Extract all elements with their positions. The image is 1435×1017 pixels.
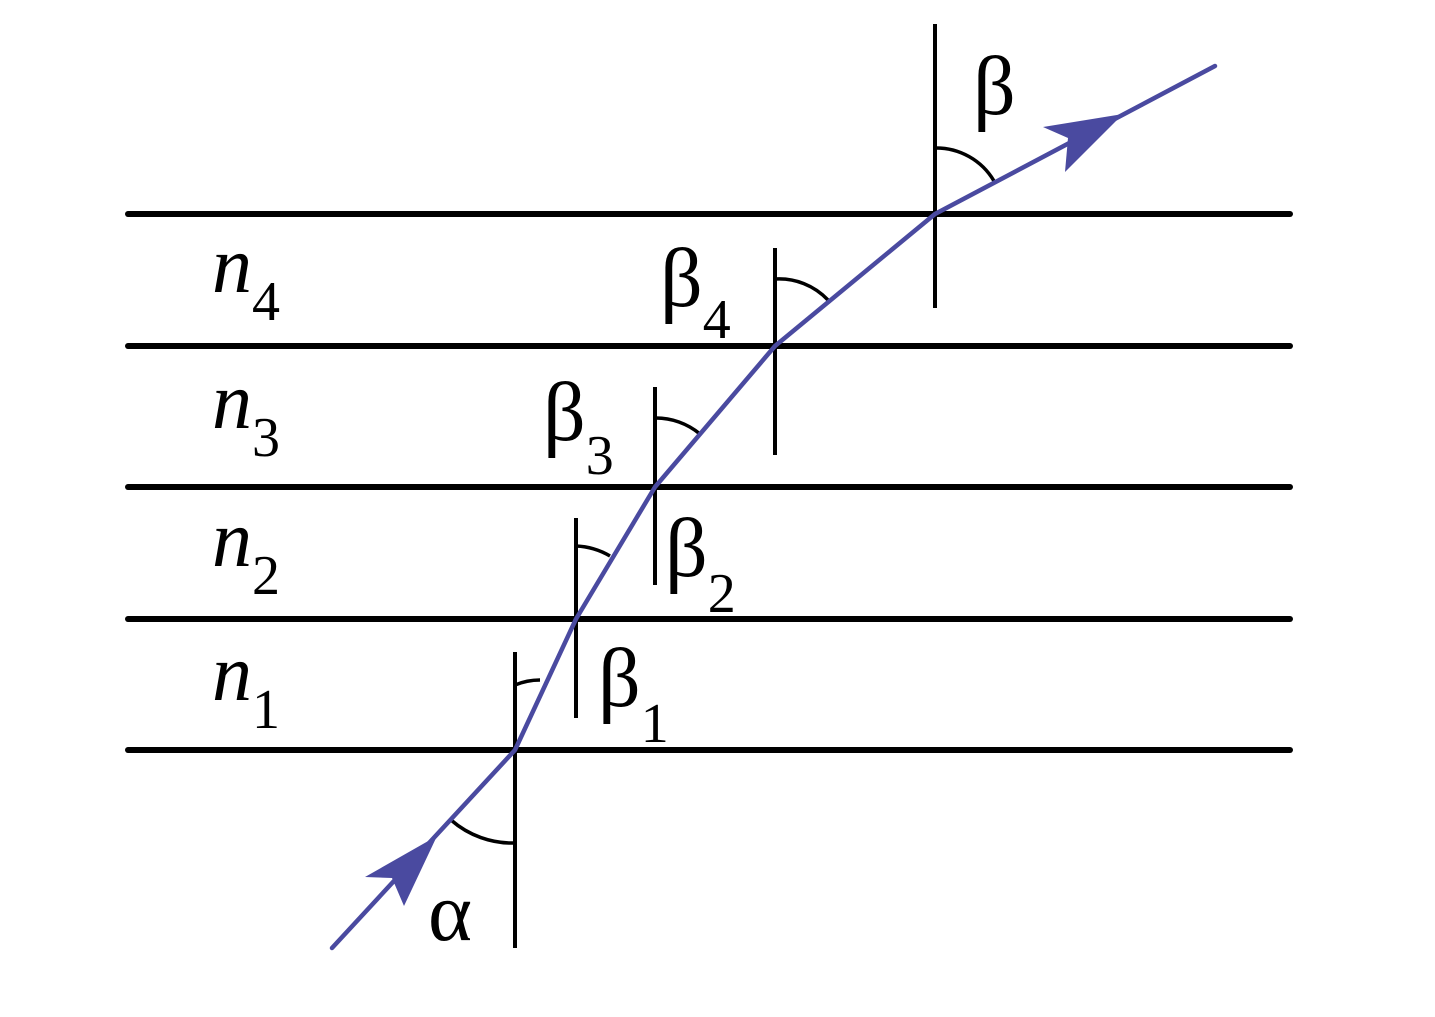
layer-boundaries: [125, 211, 1293, 753]
label-beta4-sub: 4: [703, 289, 731, 351]
label-n4: n4: [212, 222, 280, 333]
ray-arrow-incoming: [365, 836, 437, 906]
label-beta1-main: β: [598, 632, 641, 725]
arc-beta: [934, 146, 996, 182]
label-n2: n2: [212, 496, 280, 607]
arc-beta2: [575, 544, 611, 558]
label-beta1-sub: 1: [641, 693, 669, 755]
label-alpha: α: [428, 866, 472, 959]
label-beta2-main: β: [665, 502, 708, 595]
label-n2-main: n: [212, 496, 252, 584]
label-n4-main: n: [212, 222, 252, 310]
label-beta: β: [973, 40, 1016, 133]
label-n3-sub: 3: [252, 407, 280, 469]
arc-beta4: [774, 277, 830, 302]
ray-path: [329, 63, 1218, 951]
angle-arcs: [449, 146, 996, 845]
label-beta1: β1: [598, 632, 669, 755]
ray-arrow-outgoing: [1043, 114, 1123, 172]
label-beta4: β4: [660, 232, 731, 351]
angle-labels: α β1 β2 β3 β4 β: [428, 40, 1016, 959]
layer-labels: n4 n3 n2 n1: [212, 222, 280, 741]
arc-beta3: [654, 416, 702, 436]
label-n3-main: n: [212, 358, 252, 446]
label-beta4-main: β: [660, 232, 703, 325]
label-n1-sub: 1: [252, 679, 280, 741]
arc-beta1: [514, 678, 541, 687]
label-n3: n3: [212, 358, 280, 469]
label-beta3: β3: [543, 366, 614, 487]
label-beta2-sub: 2: [708, 563, 736, 625]
label-beta3-main: β: [543, 366, 586, 459]
label-n2-sub: 2: [252, 545, 280, 607]
arc-alpha: [449, 818, 516, 845]
label-n4-sub: 4: [252, 271, 280, 333]
label-n1-main: n: [212, 630, 252, 718]
label-beta3-sub: 3: [586, 425, 614, 487]
label-n1: n1: [212, 630, 280, 741]
label-beta2: β2: [665, 502, 736, 625]
light-ray: [329, 63, 1218, 951]
